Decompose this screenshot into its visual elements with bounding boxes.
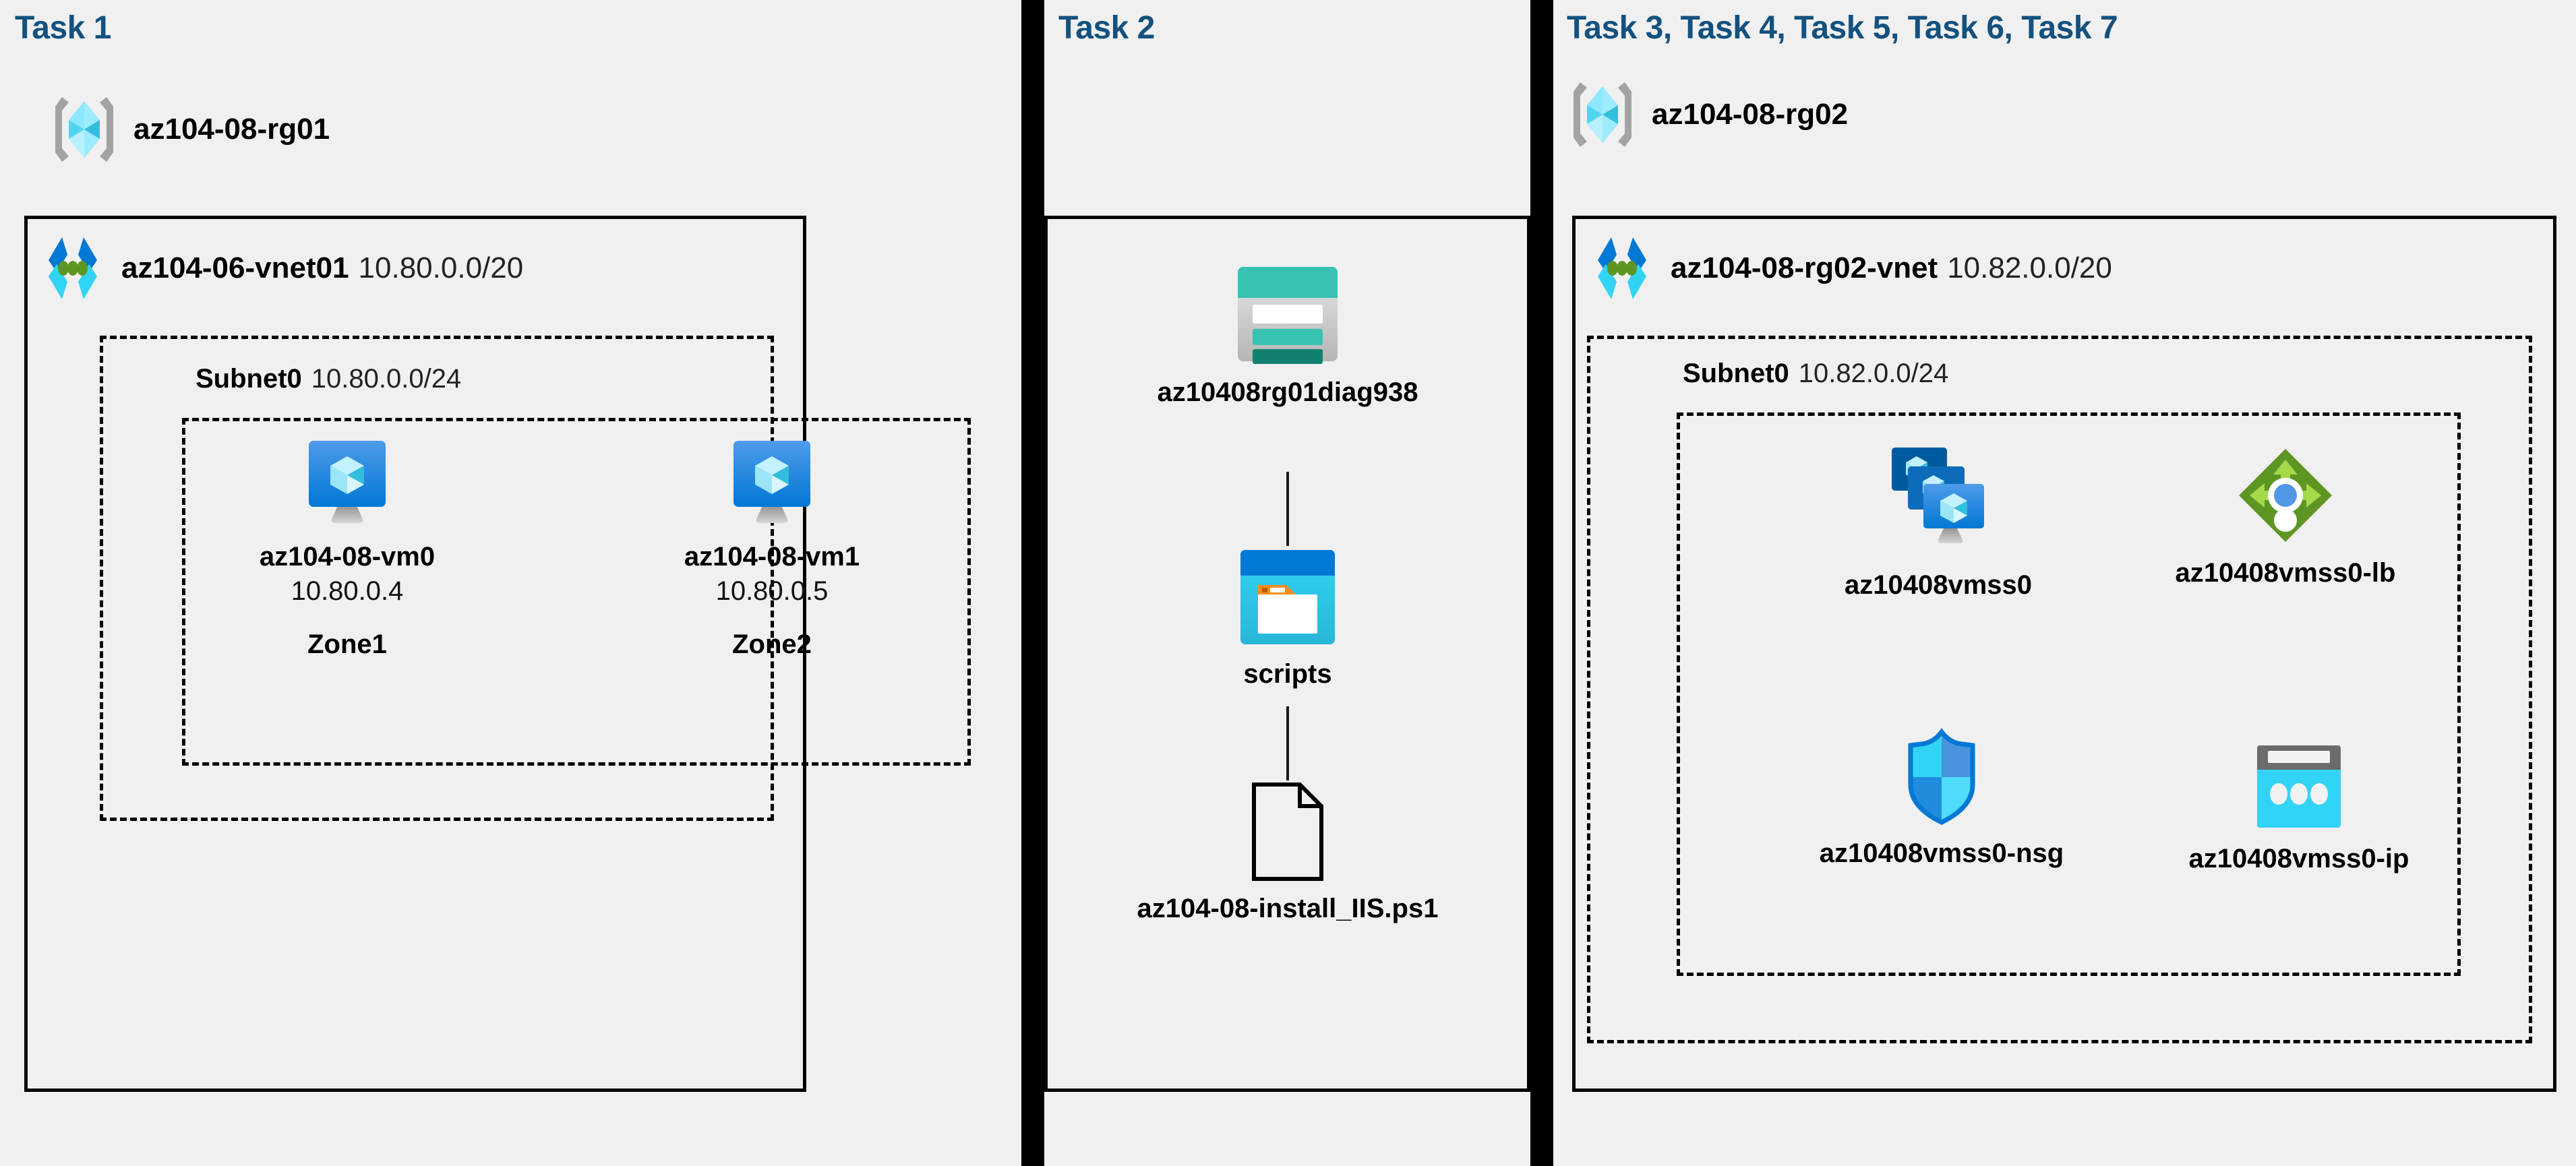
vm-scale-set-icon	[1886, 445, 1990, 558]
task2-blob-container-name: scripts	[1243, 659, 1332, 689]
task3-nsg[interactable]: az10408vmss0-nsg	[1753, 728, 2130, 869]
task3-vmss-name: az10408vmss0	[1844, 570, 2033, 600]
task3-load-balancer[interactable]: az10408vmss0-lb	[2117, 445, 2454, 588]
virtual-network-icon	[1591, 235, 1653, 302]
task3-nsg-name: az10408vmss0-nsg	[1819, 838, 2064, 868]
task1-subnet-box	[100, 336, 774, 821]
task1-vnet-box	[24, 216, 806, 1092]
resource-group-icon	[1571, 80, 1634, 150]
task1-vm0-name: az104-08-vm0	[259, 542, 436, 572]
virtual-network-icon	[42, 235, 104, 302]
task3-public-ip[interactable]: az10408vmss0-ip	[2130, 741, 2467, 874]
task3-resource-group: az104-08-rg02	[1571, 80, 1848, 150]
task1-vm1-zone: Zone2	[732, 630, 812, 659]
task1-vm1-name: az104-08-vm1	[684, 542, 860, 572]
task2-storage-account-name: az10408rg01diag938	[1157, 377, 1418, 407]
resource-group-icon	[53, 94, 116, 164]
task1-vm1[interactable]: az104-08-vm1 10.80.0.5 Zone2	[684, 438, 860, 660]
file-icon	[1250, 782, 1325, 882]
task3-subnet-label: Subnet0 10.82.0.0/24	[1683, 359, 1948, 389]
load-balancer-icon	[2235, 445, 2336, 546]
task2-file[interactable]: az104-08-install_IIS.ps1	[1065, 782, 1510, 924]
task1-vm1-ip: 10.80.0.5	[715, 576, 829, 606]
connector-scripts-to-file	[1286, 706, 1289, 780]
virtual-machine-icon	[729, 438, 814, 530]
task3-vmss[interactable]: az10408vmss0	[1770, 445, 2107, 601]
connector-storage-to-scripts	[1286, 472, 1289, 546]
task3-vnet-box	[1572, 216, 2556, 1092]
virtual-machine-icon	[305, 438, 390, 530]
task3-vnet-name: az104-08-rg02-vnet	[1671, 251, 1938, 284]
task1-subnet-cidr: 10.80.0.0/24	[311, 364, 462, 394]
task3-subnet-cidr: 10.82.0.0/24	[1798, 359, 1949, 388]
storage-account-icon	[1228, 263, 1347, 365]
task2-file-name: az104-08-install_IIS.ps1	[1137, 894, 1439, 923]
task2-title: Task 2	[1058, 10, 1155, 46]
task1-vnet-header: az104-06-vnet01 10.80.0.0/20	[42, 235, 523, 302]
task1-title: Task 1	[15, 10, 111, 46]
task1-vm0-ip: 10.80.0.4	[291, 576, 404, 606]
blob-container-icon	[1238, 547, 1338, 647]
task3-subnet-box	[1587, 336, 2532, 1043]
network-security-group-icon	[1901, 728, 1982, 826]
task1-vnet-cidr: 10.80.0.0/20	[358, 251, 524, 284]
task2-blob-container[interactable]: scripts	[1146, 547, 1429, 689]
task1-vnet-name: az104-06-vnet01	[121, 251, 349, 284]
task2-storage-account[interactable]: az10408rg01diag938	[1106, 263, 1470, 408]
task1-subnet-label: Subnet0 10.80.0.0/24	[196, 364, 461, 394]
panel-divider-1	[1021, 0, 1044, 1166]
task3-vnet-header: az104-08-rg02-vnet 10.82.0.0/20	[1591, 235, 2112, 302]
task3-public-ip-name: az10408vmss0-ip	[2188, 844, 2409, 873]
public-ip-address-icon	[2252, 741, 2346, 832]
task1-vm0-zone: Zone1	[307, 630, 387, 659]
task3-vnet-cidr: 10.82.0.0/20	[1947, 251, 2112, 284]
task3-load-balancer-name: az10408vmss0-lb	[2175, 558, 2396, 588]
task3-title: Task 3, Task 4, Task 5, Task 6, Task 7	[1567, 10, 2118, 46]
task1-zone-box	[182, 418, 971, 766]
task1-resource-group: az104-08-rg01	[53, 94, 330, 164]
task3-subnet-name: Subnet0	[1683, 359, 1789, 388]
task3-resources-box	[1677, 412, 2461, 976]
task1-subnet-name: Subnet0	[196, 364, 302, 394]
task3-resource-group-name: az104-08-rg02	[1652, 98, 1849, 131]
panel-divider-2	[1530, 0, 1553, 1166]
task1-resource-group-name: az104-08-rg01	[133, 113, 330, 146]
task1-vm0[interactable]: az104-08-vm0 10.80.0.4 Zone1	[260, 438, 435, 660]
